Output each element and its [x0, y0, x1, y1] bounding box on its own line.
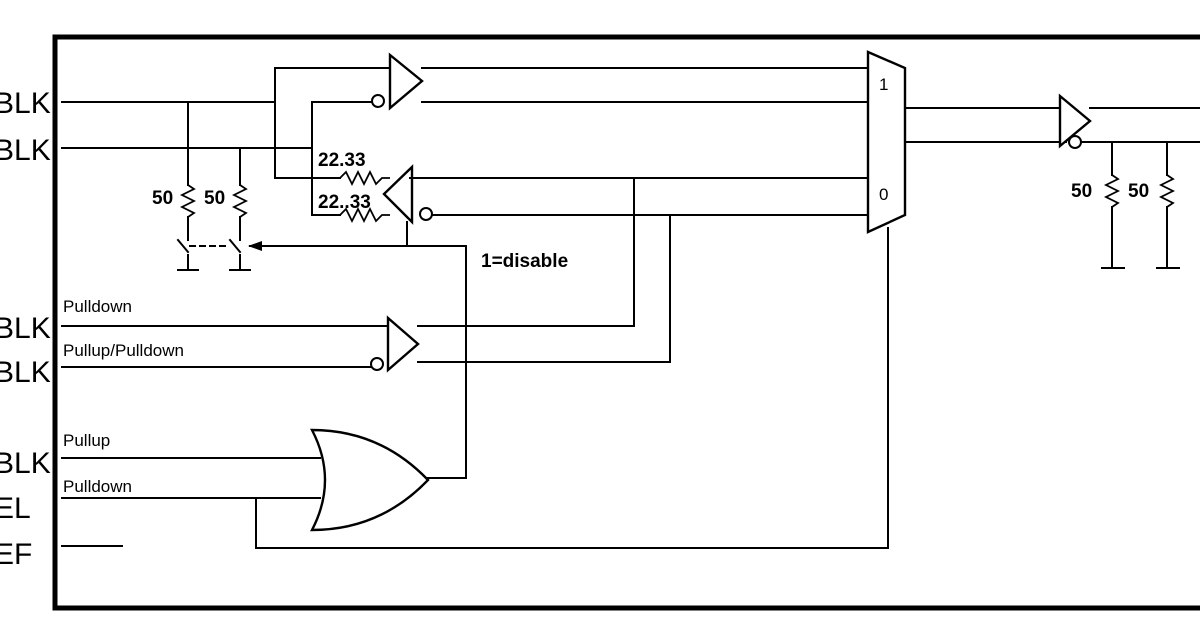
pin-label-3: BLK	[0, 312, 51, 345]
select-wire	[61, 227, 889, 549]
input-wires-middle	[61, 177, 671, 373]
resistor-value-d: 50	[1128, 181, 1149, 202]
disable-arrow	[248, 241, 262, 251]
termination-resistors-left	[176, 101, 467, 271]
pin-label-1: BLK	[0, 87, 51, 120]
pin-label-6: EL	[0, 492, 31, 525]
mux-input-0-label: 0	[879, 185, 888, 204]
disable-note: 1=disable	[481, 251, 568, 272]
wire-label-pullup: Pullup	[63, 431, 110, 450]
pin-label-7: EF	[0, 538, 32, 571]
resistor-value-c: 50	[1071, 181, 1092, 202]
multiplexer: 1 0	[866, 50, 907, 234]
resistor-value-a: 50	[152, 188, 173, 209]
enclosure-border	[52, 34, 1200, 611]
series-resistor-value-1: 22.33	[318, 150, 366, 171]
or-gate	[61, 428, 430, 532]
wire-label-pullup-pulldown: Pullup/Pulldown	[63, 341, 184, 360]
input-buffer-top	[371, 52, 869, 111]
mux-input-1-label: 1	[879, 75, 888, 94]
series-resistors	[339, 169, 390, 224]
termination-resistors-right	[1101, 141, 1180, 269]
wire-label-pulldown-1: Pulldown	[63, 297, 132, 316]
pin-label-4: BLK	[0, 356, 51, 389]
wire-label-pulldown-2: Pulldown	[63, 477, 132, 496]
pin-label-5: BLK	[0, 447, 51, 480]
pin-label-2: BLK	[0, 134, 51, 167]
output-wires-right	[904, 93, 1200, 149]
series-resistor-value-2: 22..33	[318, 192, 371, 213]
resistor-value-b: 50	[204, 188, 225, 209]
output-driver	[382, 164, 869, 247]
